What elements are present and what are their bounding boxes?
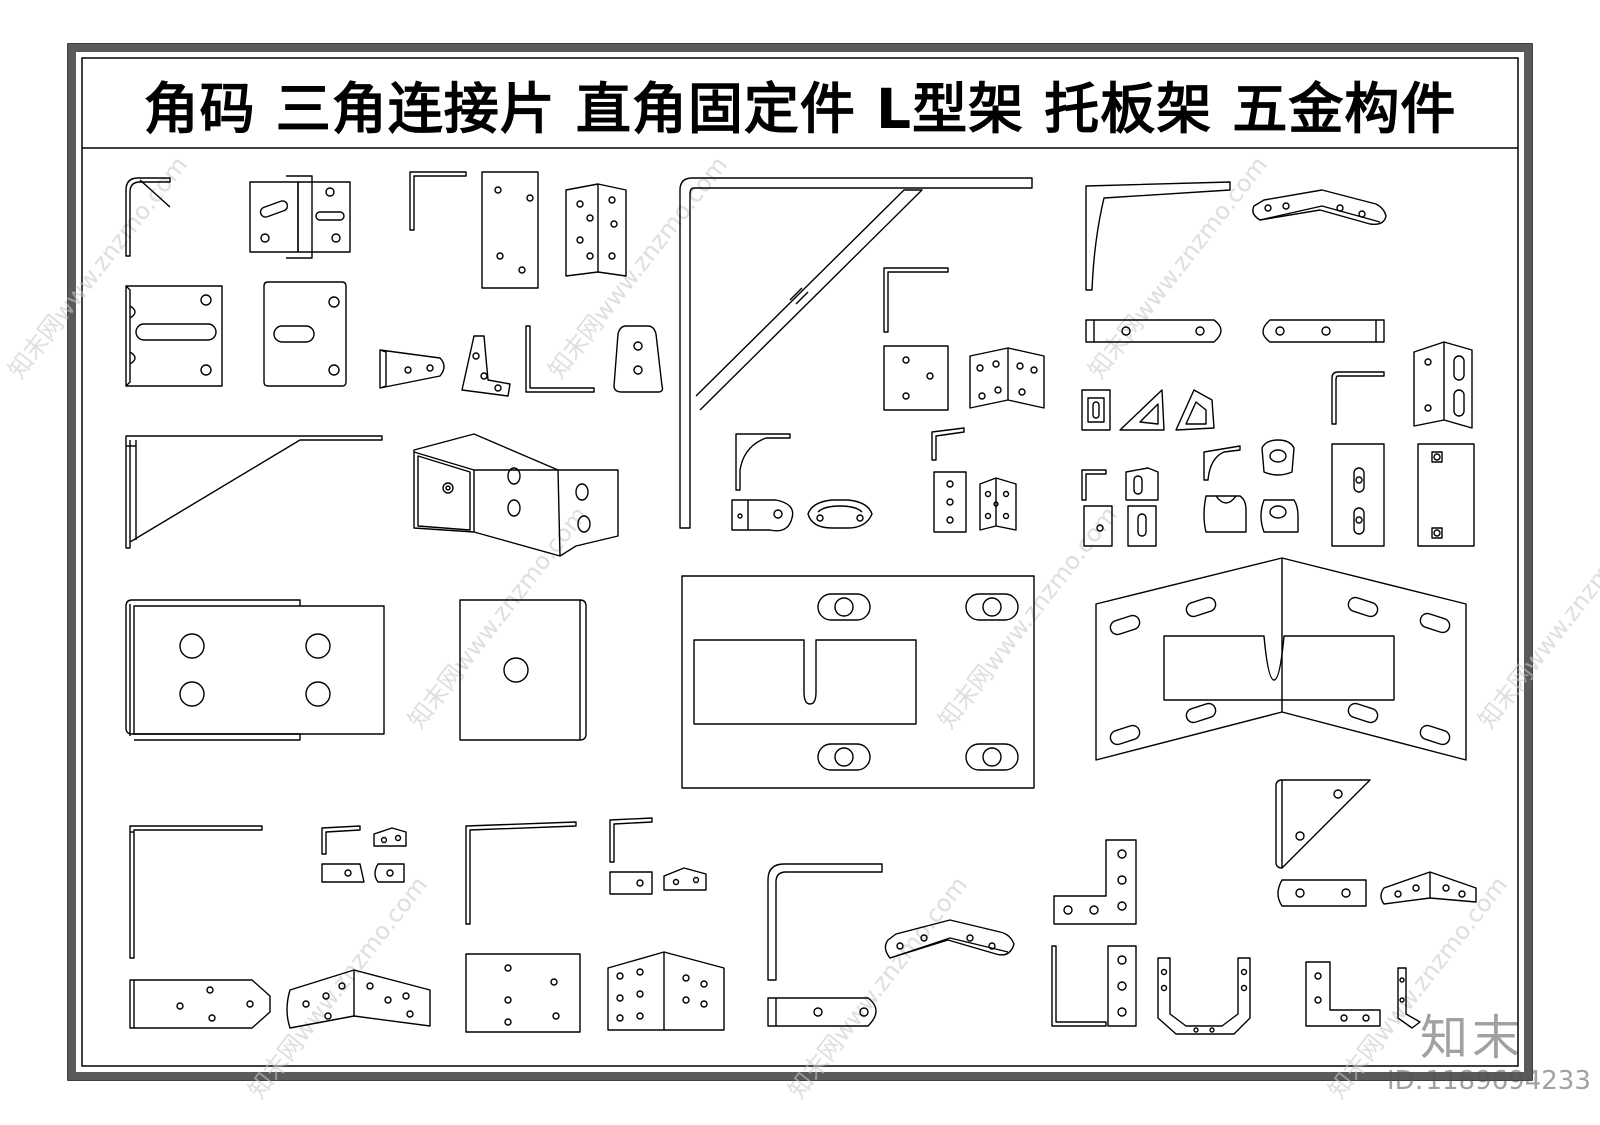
square-plate-five-holes	[465, 953, 581, 1033]
triangle-gusset-3d	[1175, 389, 1215, 431]
l-bracket-tall-thin	[129, 825, 263, 959]
corner-angle-tiny	[979, 477, 1017, 531]
corner-block-3d	[413, 433, 619, 557]
flat-strap-right	[1262, 319, 1385, 343]
small-angle-clip	[373, 827, 407, 847]
watermark-tile: 知末网www.znzmo.com	[543, 151, 733, 384]
l-profile-tiny	[1081, 469, 1107, 501]
small-tab-plate-c	[609, 871, 653, 895]
shelf-bracket-curved	[1085, 181, 1231, 291]
straight-plate-tall	[481, 171, 539, 289]
shelf-bracket-large	[679, 177, 1033, 529]
small-l-angle	[931, 427, 965, 461]
oval-saddle	[807, 499, 873, 529]
angle-triangle-small	[461, 335, 511, 397]
watermark-tiles: 知末网www.znzmo.com 知末网www.znzmo.com 知末网www…	[3, 151, 1600, 1104]
small-l-clip-center	[609, 817, 653, 863]
long-strap-two-slots	[1331, 443, 1385, 547]
saddle-clamp-top	[1261, 439, 1295, 476]
large-slotted-mounting-plate	[681, 575, 1035, 789]
watermark-id-label: ID:	[1387, 1066, 1424, 1096]
triangle-gusset-plate	[1275, 779, 1371, 869]
l-bracket-profile-small	[125, 177, 171, 257]
watermark-tile: 知末网www.znzmo.com	[783, 871, 973, 1104]
watermark-logo: 知末	[1419, 1010, 1524, 1066]
flat-l-plate-small	[1305, 961, 1381, 1027]
tapered-plate	[613, 325, 664, 393]
plate-slotted-left	[125, 285, 223, 387]
bent-strap-bottom	[884, 919, 1015, 959]
large-plate-four-holes	[125, 599, 385, 741]
watermark-id: ID:1189694233	[1385, 1066, 1591, 1098]
plate-slotted-right	[263, 281, 347, 387]
corner-angle-edge	[1397, 967, 1421, 1029]
watermark-tile: 知末网www.znzmo.com	[3, 151, 193, 384]
long-strap-two-holes	[1417, 443, 1475, 547]
curved-bracket-small	[735, 433, 791, 491]
l-bracket-medium	[465, 821, 577, 925]
flat-strap-bottom	[767, 997, 877, 1027]
square-plate-one-hole	[459, 599, 587, 741]
small-tab-plate-a	[321, 863, 365, 883]
slot-plate-small	[1127, 505, 1157, 547]
u-bracket-bottom	[1157, 957, 1251, 1035]
watermark-tile: 知末网www.znzmo.com	[243, 871, 433, 1104]
large-angle-v-plate	[1095, 557, 1467, 761]
corner-angle-large-bottom	[607, 951, 725, 1031]
saddle-clamp-bottom	[1260, 499, 1299, 533]
l-profile-thin	[409, 171, 467, 231]
small-tab-plate-b	[374, 863, 405, 883]
l-bracket-rounded	[767, 863, 883, 981]
hinge-tab	[731, 499, 794, 532]
bent-strap-small-right	[1380, 871, 1477, 905]
page-title: 角码 三角连接片 直角固定件 L型架 托板架 五金构件	[143, 77, 1457, 141]
watermark-tile: 知末网www.znzmo.com	[1083, 151, 1273, 384]
l-profile-mid	[883, 267, 949, 333]
bent-plate-multi-hole	[286, 969, 431, 1029]
slot-angle-small	[1125, 467, 1159, 501]
flat-strap-left	[1085, 319, 1222, 343]
tab-plate-small	[379, 349, 445, 389]
corner-angle-mid	[969, 347, 1045, 409]
sheet-frame	[67, 43, 1533, 1081]
small-l-clip	[321, 825, 361, 855]
l-profile-right	[1331, 371, 1385, 425]
strip-plate-holes	[933, 471, 967, 533]
corner-code-slotted	[249, 175, 351, 259]
flat-strap-small-right	[1277, 879, 1367, 907]
tiny-plate	[1083, 505, 1113, 547]
small-angle-clip-center	[663, 867, 707, 891]
triangle-shelf-bracket-left	[125, 435, 383, 549]
bent-strap-angle	[1252, 189, 1387, 226]
double-slot-angle	[1413, 341, 1473, 429]
l-profile-bottom-right	[1051, 945, 1107, 1027]
curved-bracket-right	[1203, 445, 1241, 481]
l-profile-low	[525, 325, 595, 393]
flat-l-plate-large	[1053, 839, 1137, 925]
watermark-tile: 知末网www.znzmo.com	[933, 501, 1123, 734]
flat-plate-hex-end	[129, 979, 271, 1029]
watermark-id-value: 1189694233	[1425, 1066, 1591, 1096]
watermark-tile: 知末网www.znzmo.com	[403, 501, 593, 734]
u-clip-right	[1203, 495, 1247, 533]
watermark-tile: 知末网www.znzmo.com	[1473, 501, 1600, 734]
straight-strip-holes	[1107, 945, 1137, 1027]
square-plate-three-holes	[883, 345, 949, 411]
triangle-gusset-small	[1119, 389, 1165, 431]
corner-angle-holes	[565, 183, 627, 277]
small-slot-frame	[1081, 389, 1111, 431]
